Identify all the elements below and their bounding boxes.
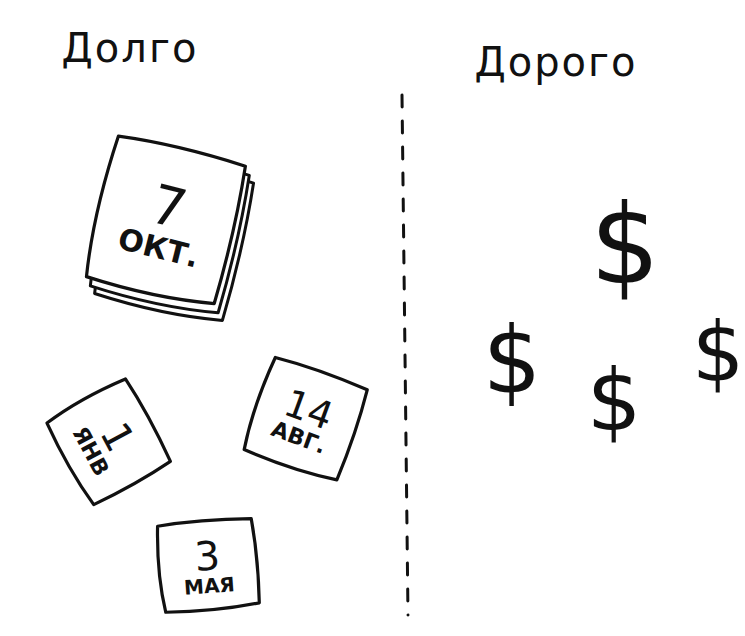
- day-number: 3: [193, 535, 221, 577]
- dollar-sign: $: [692, 311, 744, 393]
- calendar-page: 3МАЯ: [151, 514, 265, 617]
- calendar-page: 14АВГ.: [234, 350, 376, 490]
- dollar-sign: $: [590, 190, 660, 300]
- page-front: [156, 517, 261, 613]
- dollar-sign: $: [483, 316, 542, 408]
- calendar-page: 7ОКТ.: [73, 126, 257, 318]
- calendar-page: 1ЯНВ: [39, 371, 178, 513]
- page-front: [44, 376, 173, 507]
- column-heading: Дорого: [474, 42, 637, 82]
- dashed-divider: [402, 95, 408, 615]
- month-label: МАЯ: [183, 574, 235, 597]
- page-front: [240, 355, 371, 485]
- column-heading: Долго: [62, 28, 199, 68]
- dollar-sign: $: [587, 357, 642, 443]
- page-front: [81, 132, 250, 310]
